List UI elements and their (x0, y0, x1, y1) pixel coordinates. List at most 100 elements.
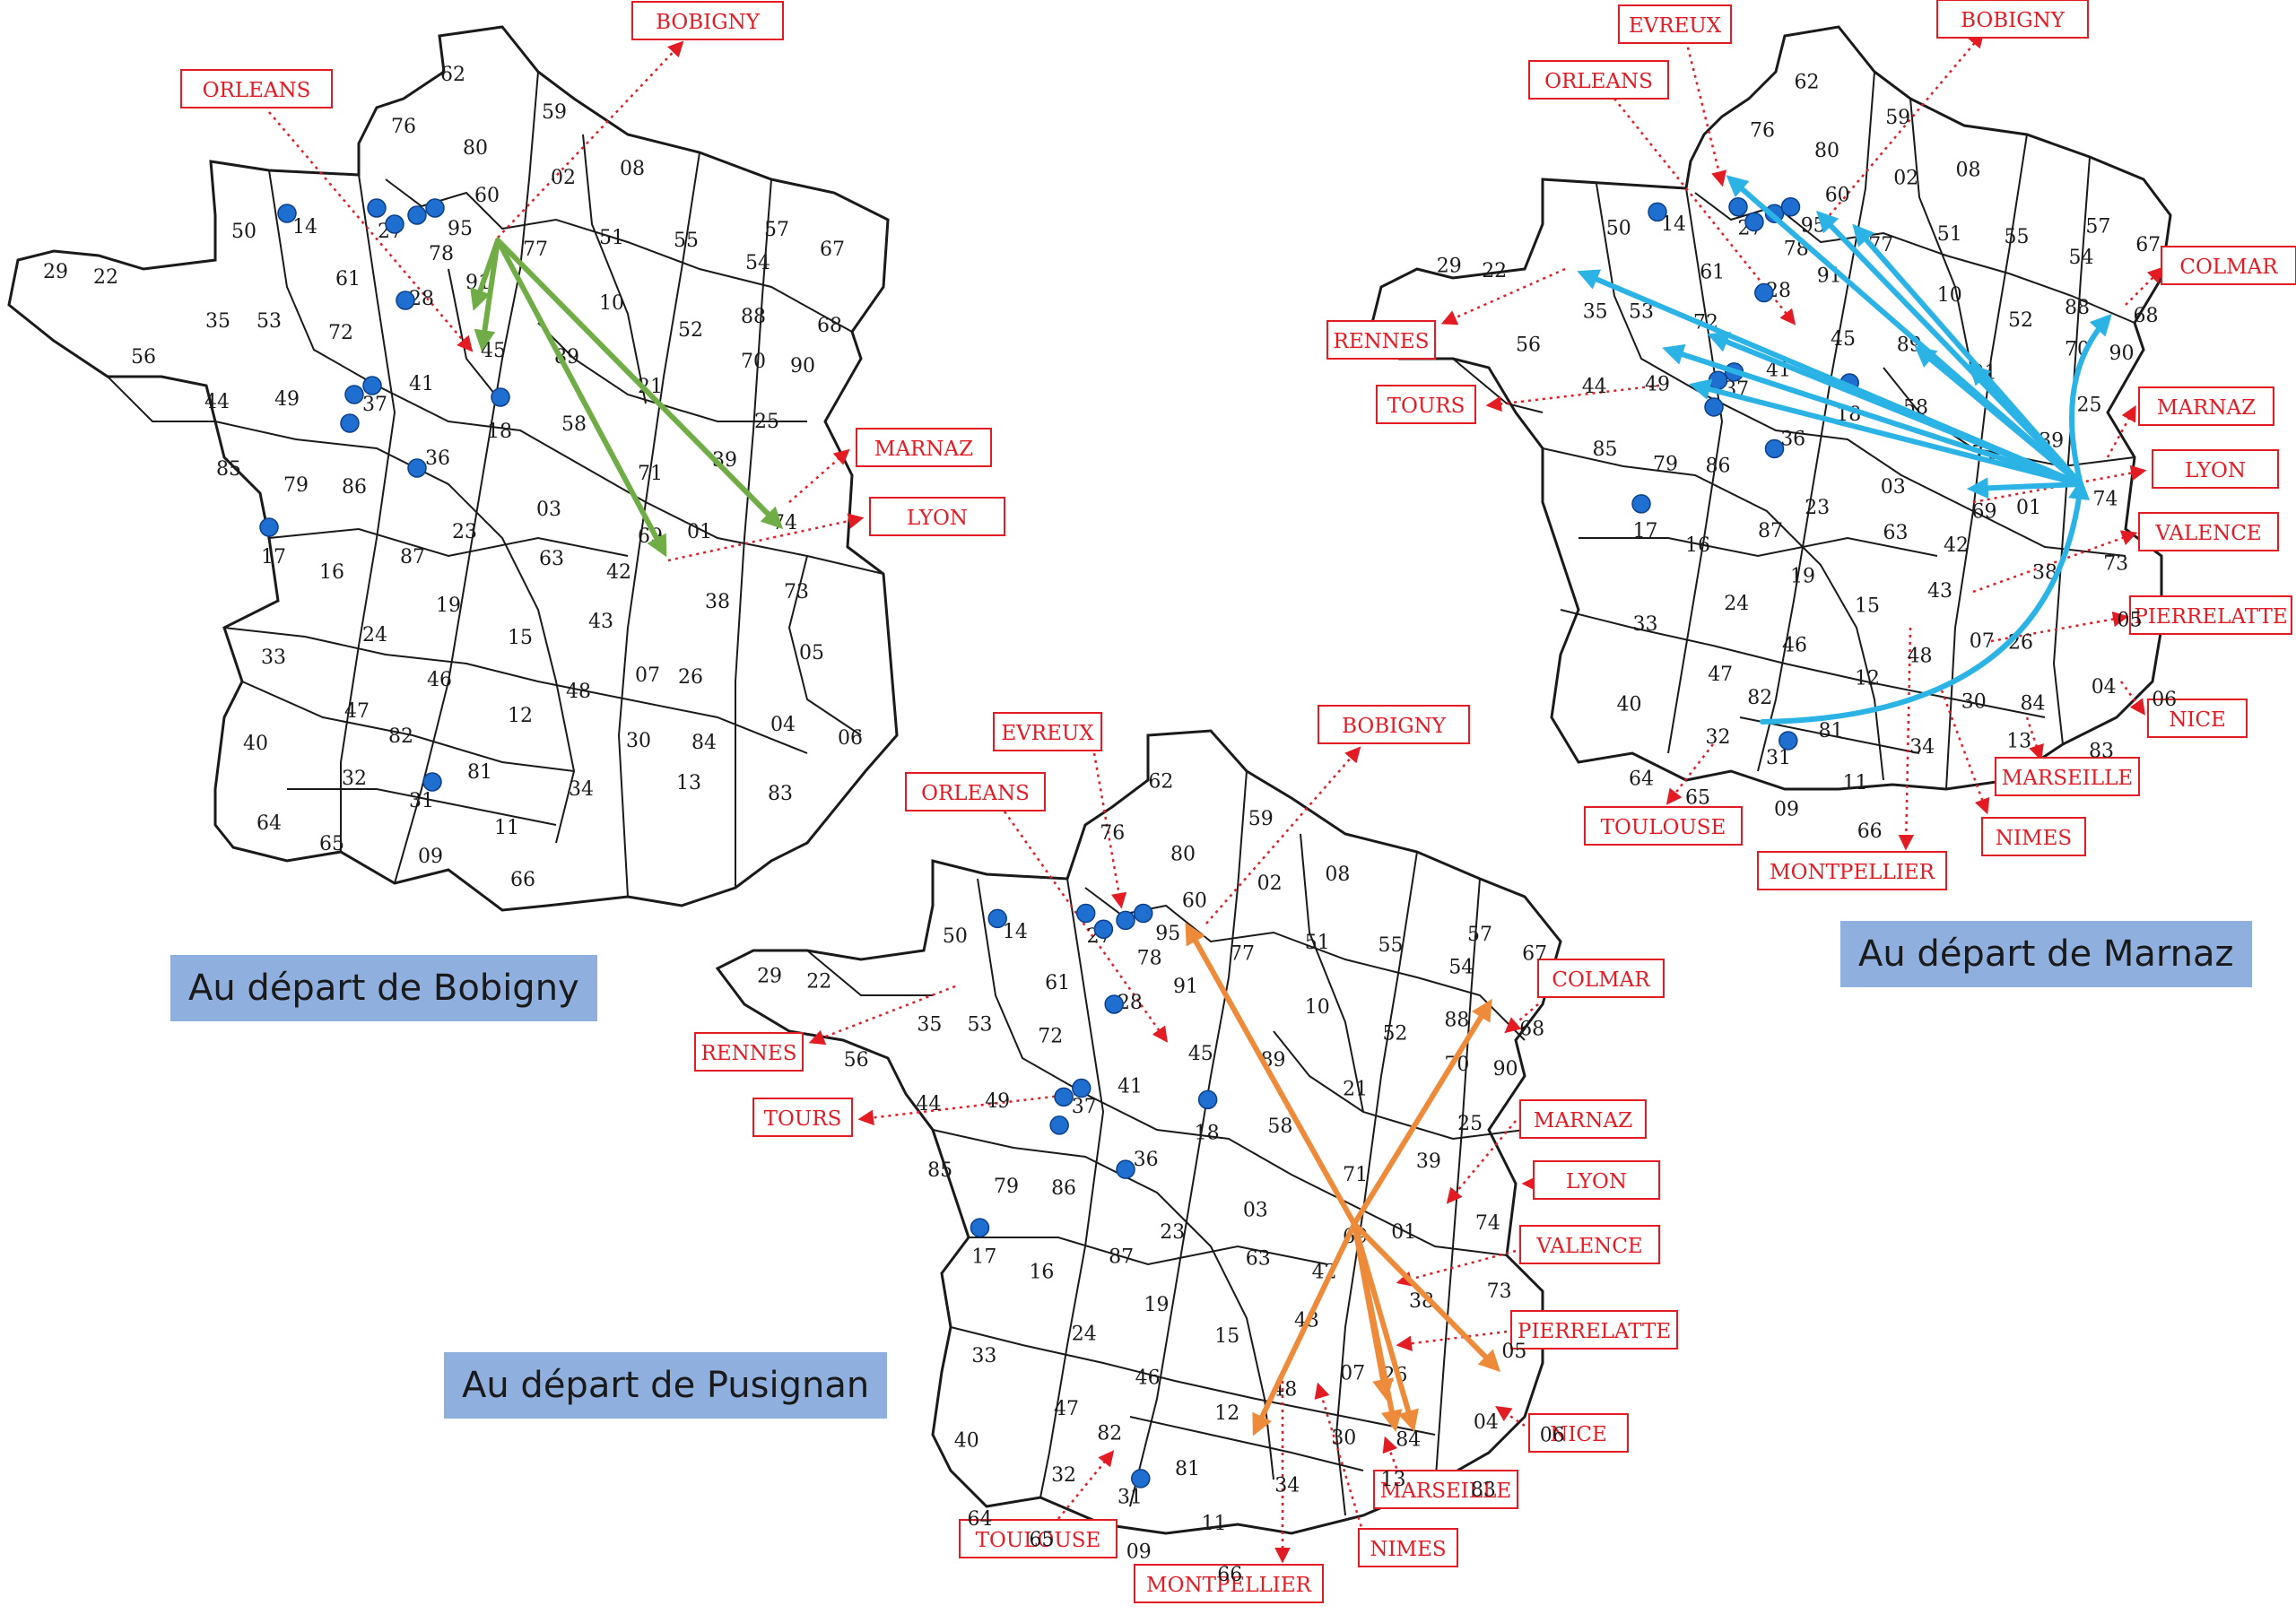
department-number: 04 (770, 714, 796, 736)
label-toulouse: TOULOUSE (1584, 743, 1743, 846)
department-number: 70 (741, 351, 766, 373)
department-number: 24 (1072, 1323, 1097, 1345)
department-number: 66 (1857, 820, 1883, 843)
department-number: 16 (319, 561, 344, 584)
department-number: 52 (1382, 1022, 1407, 1045)
department-number: 61 (335, 268, 361, 291)
department-number: 90 (1493, 1058, 1518, 1081)
department-number: 01 (1391, 1221, 1416, 1244)
flow-arrow (495, 238, 784, 530)
department-number: 16 (1685, 534, 1710, 557)
label-valence: VALENCE (1396, 1225, 1660, 1287)
department-number: 10 (1305, 996, 1330, 1019)
label-text-orleans: ORLEANS (1544, 70, 1653, 93)
flow-arrow (1352, 1221, 1394, 1402)
department-number: 13 (676, 772, 701, 794)
site-dot (1744, 212, 1764, 232)
label-text-bobigny: BOBIGNY (656, 11, 761, 34)
label-marseille: MARSEILLE (1373, 1436, 1518, 1509)
label-text-pierrelatte: PIERRELATTE (1518, 1320, 1671, 1343)
department-number: 59 (1885, 107, 1910, 129)
department-number: 55 (2005, 226, 2030, 248)
department-number: 32 (1051, 1464, 1076, 1487)
department-number: 09 (1774, 799, 1799, 821)
department-number: 19 (436, 595, 461, 617)
department-number: 49 (985, 1090, 1010, 1113)
department-number: 41 (409, 373, 434, 395)
label-text-montpellier: MONTPELLIER (1770, 861, 1935, 884)
site-dot (970, 1218, 990, 1237)
caption-bobigny: Au départ de Bobigny (170, 955, 597, 1021)
department-number: 17 (1633, 520, 1658, 542)
department-numbers: 6259807660020850142795789177515557546768… (43, 64, 2177, 1586)
department-number: 80 (1814, 140, 1839, 162)
department-number: 40 (954, 1429, 979, 1452)
department-number: 74 (1475, 1212, 1500, 1235)
label-text-tours: TOURS (764, 1107, 842, 1131)
department-number: 62 (440, 64, 465, 86)
department-number: 49 (274, 388, 300, 411)
department-number: 65 (1685, 787, 1710, 810)
flow-arrow (470, 238, 500, 311)
department-number: 05 (1501, 1341, 1526, 1363)
label-text-rennes: RENNES (701, 1042, 797, 1065)
site-dot (1131, 1469, 1151, 1488)
department-number: 59 (542, 101, 567, 124)
department-number: 26 (678, 666, 703, 689)
department-number: 95 (448, 218, 473, 240)
department-number: 47 (1054, 1398, 1079, 1420)
department-number: 23 (1805, 497, 1830, 519)
department-number: 33 (971, 1345, 996, 1367)
department-number: 45 (1831, 328, 1856, 351)
department-number: 43 (1927, 580, 1952, 603)
department-number: 64 (257, 812, 282, 835)
department-number: 36 (425, 447, 450, 470)
department-number: 46 (427, 669, 452, 691)
department-number: 84 (2021, 693, 2046, 716)
department-number: 79 (1653, 454, 1678, 476)
department-number: 06 (2152, 689, 2177, 711)
department-number: 42 (1944, 534, 1969, 557)
department-borders (806, 770, 1526, 1516)
department-number: 69 (1972, 501, 1997, 524)
site-dot (491, 387, 510, 407)
department-number: 87 (1758, 520, 1783, 542)
label-nice: NICE (2119, 681, 2248, 738)
department-number: 53 (257, 310, 282, 333)
label-text-lyon: LYON (2185, 459, 2246, 482)
department-number: 08 (1956, 159, 1981, 181)
department-number: 15 (508, 627, 533, 649)
department-number: 57 (764, 219, 789, 241)
map-bobigny (7, 25, 899, 912)
department-number: 46 (1782, 634, 1807, 656)
department-number: 52 (678, 319, 703, 342)
label-lyon: LYON (667, 497, 1005, 562)
label-nimes: NIMES (1314, 1382, 1458, 1567)
department-number: 90 (2109, 343, 2135, 365)
department-number: 91 (1817, 265, 1842, 287)
department-number: 25 (754, 411, 779, 433)
label-orleans: ORLEANS (180, 69, 474, 352)
flow-arrow (1760, 477, 2090, 725)
site-dot (1728, 197, 1748, 217)
department-number: 21 (1343, 1078, 1368, 1100)
department-number: 82 (388, 725, 413, 748)
label-text-orleans: ORLEANS (921, 782, 1030, 805)
department-number: 67 (2135, 234, 2161, 256)
department-number: 57 (1467, 924, 1492, 946)
site-dot (277, 204, 297, 223)
label-text-marseille: MARSEILLE (1380, 1480, 1511, 1503)
department-number: 63 (1883, 522, 1909, 544)
label-lyon: LYON (1521, 1160, 1660, 1200)
label-montpellier: MONTPELLIER (1757, 627, 1947, 890)
caption-pusignan: Au départ de Pusignan (444, 1352, 888, 1419)
site-dot (344, 385, 364, 404)
department-number: 15 (1214, 1325, 1239, 1348)
department-number: 85 (927, 1159, 952, 1182)
label-text-nimes: NIMES (1370, 1538, 1446, 1561)
department-number: 65 (319, 833, 344, 855)
label-text-colmar: COLMAR (1552, 968, 1650, 992)
label-evreux: EVREUX (993, 712, 1127, 909)
site-dot (1779, 731, 1798, 751)
